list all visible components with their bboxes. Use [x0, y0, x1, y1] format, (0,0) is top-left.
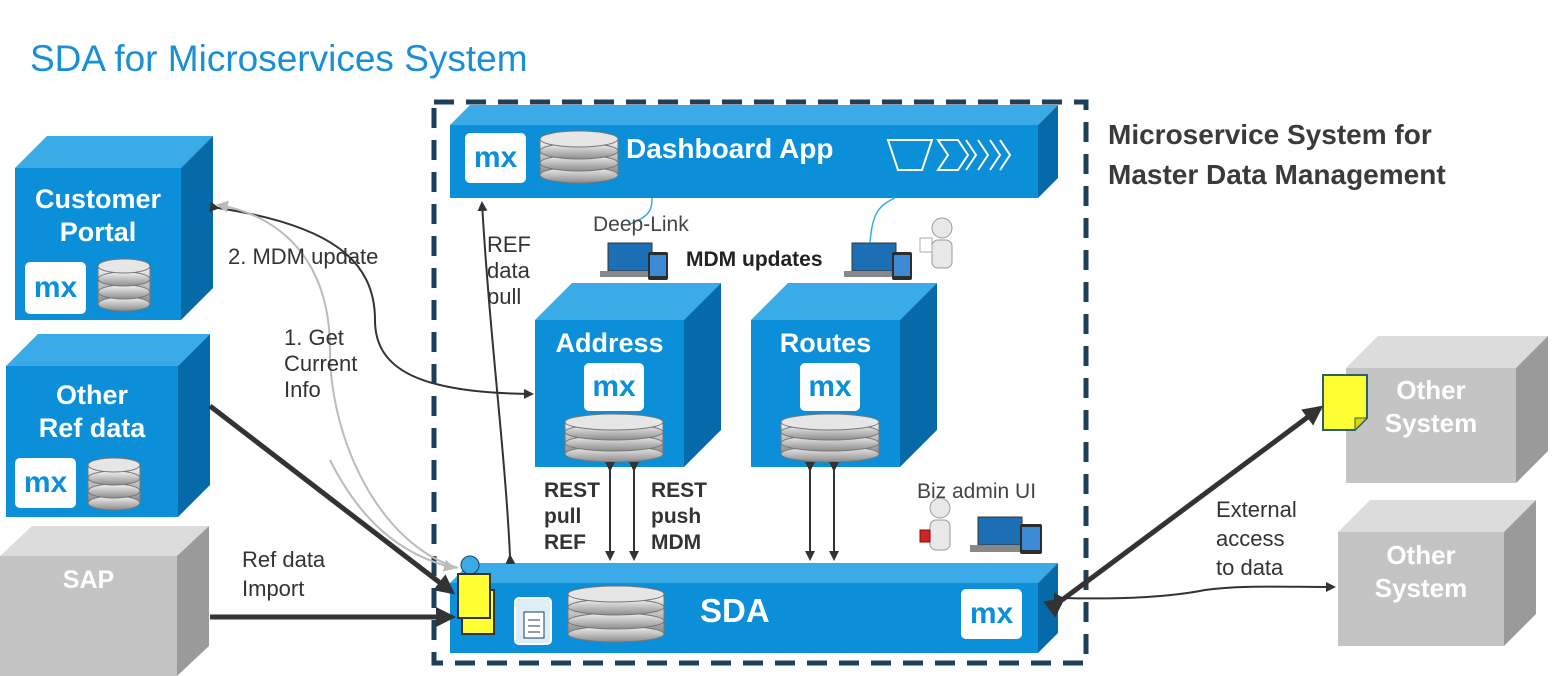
rest-push-line1: REST [651, 479, 708, 502]
person-icon [919, 497, 951, 551]
customer-portal-line2: Portal [59, 217, 137, 247]
sda-label: SDA [700, 592, 770, 629]
mx-badge-dashboard [465, 133, 526, 183]
biz-admin-label: Biz admin UI [917, 480, 1037, 503]
address-label: Address [555, 328, 664, 358]
other-system-1-line2: System [1384, 408, 1478, 438]
external-line3: to data [1216, 555, 1284, 580]
mdm-updates-label: MDM updates [686, 248, 823, 271]
mx-logo-address: mx [592, 370, 636, 403]
rest-pull-line1: REST [544, 479, 601, 502]
other-system-2-node [1338, 500, 1536, 646]
ref-import-label: Ref data Import [242, 545, 325, 603]
other-system-2-line2: System [1374, 573, 1468, 603]
external-line2: access [1216, 526, 1285, 551]
mx-badge-customer [25, 262, 86, 314]
person-icon [919, 217, 953, 269]
system-title: Microservice System for Master Data Mana… [1108, 115, 1446, 195]
other-ref-line2: Ref data [38, 413, 146, 443]
system-title-line2: Master Data Management [1108, 159, 1446, 190]
mx-logo-routes: mx [808, 370, 852, 403]
rest-push-line2: push [651, 505, 702, 528]
mdm-update-label: 2. MDM update [228, 244, 379, 269]
get-info-arrow [216, 200, 459, 569]
external-system-2-arrow [1053, 581, 1336, 603]
external-access-label: External access to data [1216, 495, 1297, 582]
document-stack-icon [514, 597, 552, 645]
database-icon [87, 457, 141, 511]
database-icon [780, 413, 880, 463]
ref-pull-line1: REF [487, 232, 531, 257]
deep-link-line [629, 197, 653, 225]
database-icon [97, 258, 151, 312]
external-line1: External [1216, 497, 1297, 522]
ref-pull-line2: data [487, 258, 530, 283]
customer-portal-label: Customer Portal [15, 183, 181, 249]
database-icon [539, 130, 619, 184]
ref-pull-line3: pull [487, 284, 522, 309]
other-system-1-label: Other System [1346, 374, 1516, 440]
rest-push-line3: MDM [651, 531, 702, 554]
mx-logo-dashboard: mx [473, 141, 518, 174]
mx-logo-otherref: mx [23, 466, 68, 499]
ref-import-line2: Import [242, 576, 305, 601]
mx-badge-sda [961, 589, 1022, 639]
ref-import-line1: Ref data [242, 547, 326, 572]
routes-label: Routes [779, 328, 872, 358]
ref-pull-label: REF data pull [487, 232, 531, 310]
database-icon [567, 585, 665, 643]
sda-node [450, 563, 1058, 653]
dashboard-label: Dashboard App [626, 133, 834, 164]
sticky-note-icon [457, 555, 495, 635]
mx-logo-customer: mx [33, 271, 78, 304]
system-title-line1: Microservice System for [1108, 119, 1432, 150]
other-system-2-label: Other System [1338, 539, 1504, 605]
other-system-1-line1: Other [1396, 375, 1466, 405]
deep-link-label: Deep-Link [593, 213, 689, 236]
devices-icon [970, 516, 1042, 554]
rest-push-label: REST push MDM [651, 478, 707, 556]
mdm-update-arrow [209, 201, 534, 399]
mx-badge-routes [800, 363, 860, 411]
other-ref-import-arrow [208, 404, 456, 595]
other-system-1-node [1346, 336, 1548, 483]
get-info-line1: 1. Get [284, 325, 344, 350]
rest-pull-label: REST pull REF [544, 478, 600, 556]
page-title: SDA for Microservices System [30, 38, 528, 79]
get-info-arrow-b [329, 459, 456, 572]
rest-pull-line3: REF [544, 531, 586, 554]
dashboard-app-node [450, 105, 1058, 198]
other-ref-data-label: Other Ref data [6, 379, 178, 445]
database-icon [564, 413, 664, 463]
mdm-updates-line [869, 197, 896, 244]
chevron-process-icon [886, 139, 1012, 171]
devices-icon [600, 242, 668, 280]
mx-badge-address [584, 363, 644, 411]
mx-badge-otherref [15, 458, 76, 508]
get-info-line3: Info [284, 377, 321, 402]
get-info-label: 1. Get Current Info [284, 325, 357, 403]
rest-pull-line2: pull [544, 505, 582, 528]
get-info-line2: Current [284, 351, 358, 376]
devices-icon [844, 242, 912, 280]
other-system-2-line1: Other [1386, 540, 1456, 570]
customer-portal-line1: Customer [34, 184, 162, 214]
mx-logo-sda: mx [969, 597, 1014, 630]
sap-node [0, 526, 209, 676]
sap-label: SAP [62, 566, 115, 594]
external-system-1-arrow [1043, 405, 1324, 618]
other-ref-line1: Other [55, 380, 128, 410]
